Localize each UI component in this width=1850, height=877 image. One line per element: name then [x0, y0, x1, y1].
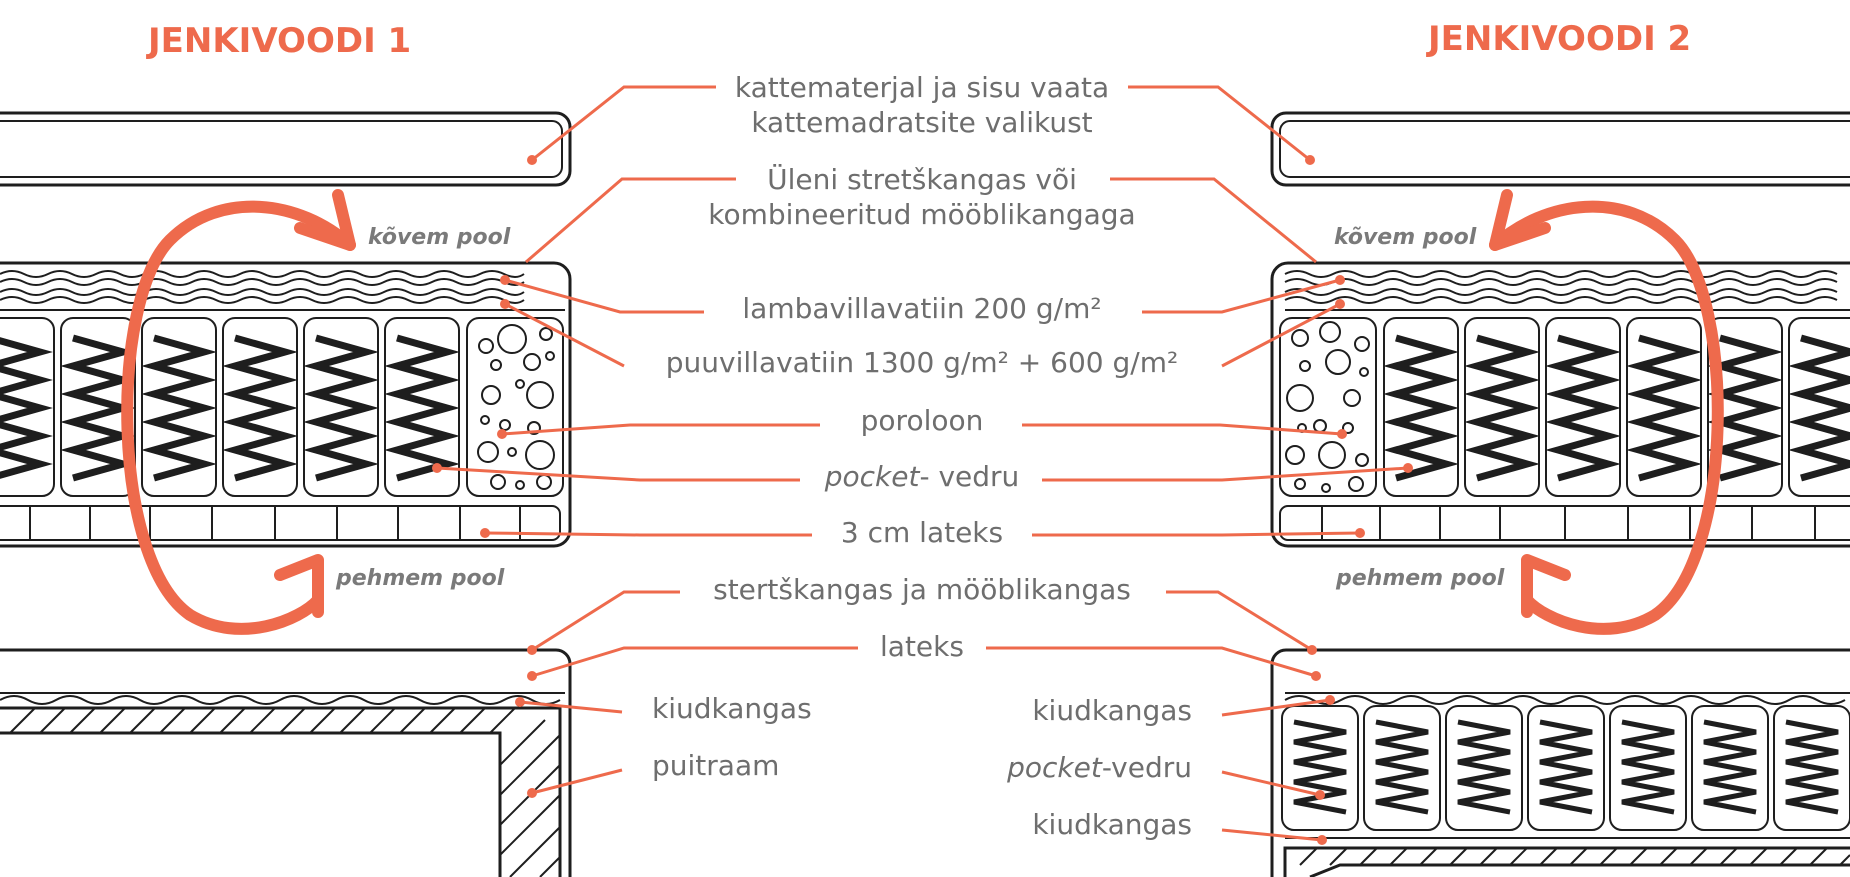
label-stretch-furniture: stertškangas ja mööblikangas	[713, 573, 1131, 606]
left-base	[0, 648, 572, 877]
title-right: JENKIVOODI 2	[1426, 19, 1691, 59]
right-pocket-springs	[1383, 317, 1850, 497]
right-topper	[1270, 111, 1850, 187]
left-pocket-springs	[0, 317, 460, 497]
side-left-bottom: pehmem pool	[335, 566, 505, 591]
spring-icon	[1545, 334, 1621, 482]
label-cotton: puuvillavatiin 1300 g/m² + 600 g/m²	[666, 346, 1178, 379]
right-base-springs	[1281, 705, 1850, 831]
flip-arrow-icon	[1489, 189, 1724, 635]
label-latex-3cm: 3 cm lateks	[841, 516, 1003, 549]
label-wood-frame: puitraam	[652, 749, 779, 782]
label-fiber-right-1: kiudkangas	[1032, 694, 1192, 727]
spring-icon	[1621, 719, 1675, 815]
left-foam-cell	[466, 317, 564, 497]
label-fiber-left: kiudkangas	[652, 692, 812, 725]
spring-icon	[1703, 719, 1757, 815]
spring-icon	[1457, 719, 1511, 815]
spring-icon	[1464, 334, 1540, 482]
spring-icon	[384, 334, 460, 482]
left-bed	[0, 111, 572, 877]
spring-icon	[1785, 719, 1839, 815]
spring-icon	[1707, 334, 1783, 482]
spring-icon	[1383, 334, 1459, 482]
label-foam: poroloon	[861, 404, 984, 437]
label-cover-line1: kattematerjal ja sisu vaata	[735, 71, 1109, 104]
spring-icon	[303, 334, 379, 482]
spring-icon	[1626, 334, 1702, 482]
title-left: JENKIVOODI 1	[146, 21, 411, 61]
left-latex-strip	[0, 505, 561, 541]
right-foam-cell	[1279, 317, 1377, 497]
left-wood-frame	[0, 706, 562, 877]
spring-icon	[141, 334, 217, 482]
label-fiber-right-2: kiudkangas	[1032, 808, 1192, 841]
spring-icon	[1375, 719, 1429, 815]
spring-icon	[1539, 719, 1593, 815]
right-base	[1270, 648, 1850, 877]
right-mattress	[1270, 261, 1850, 548]
right-wood-frame	[1283, 846, 1850, 877]
side-right-bottom: pehmem pool	[1335, 566, 1505, 591]
left-topper	[0, 111, 572, 187]
label-cover-line2: kattemadratsite valikust	[751, 106, 1092, 139]
spring-icon	[60, 334, 136, 482]
right-bed	[1270, 111, 1850, 877]
label-wool: lambavillavatiin 200 g/m²	[742, 292, 1101, 325]
label-stretch-line2: kombineeritud mööblikangaga	[708, 198, 1135, 231]
spring-icon	[1788, 334, 1850, 482]
side-right-top: kõvem pool	[1334, 225, 1477, 250]
side-left-top: kõvem pool	[368, 225, 511, 250]
leader-lines	[432, 85, 1413, 845]
right-latex-strip	[1279, 505, 1850, 541]
flip-arrow-icon	[121, 189, 356, 635]
spring-icon	[222, 334, 298, 482]
label-stretch-line1: Üleni stretškangas või	[767, 162, 1077, 196]
label-latex: lateks	[880, 630, 964, 663]
foam-bubbles-icon	[1285, 321, 1370, 493]
foam-bubbles-icon	[477, 324, 555, 490]
spring-icon	[0, 337, 53, 479]
label-pocket-spring-2: pocket-vedru	[1006, 751, 1192, 784]
labels: kattematerjal ja sisu vaata kattemadrats…	[652, 71, 1192, 841]
label-pocket-spring: pocket- vedru	[824, 460, 1020, 493]
left-mattress	[0, 261, 572, 548]
